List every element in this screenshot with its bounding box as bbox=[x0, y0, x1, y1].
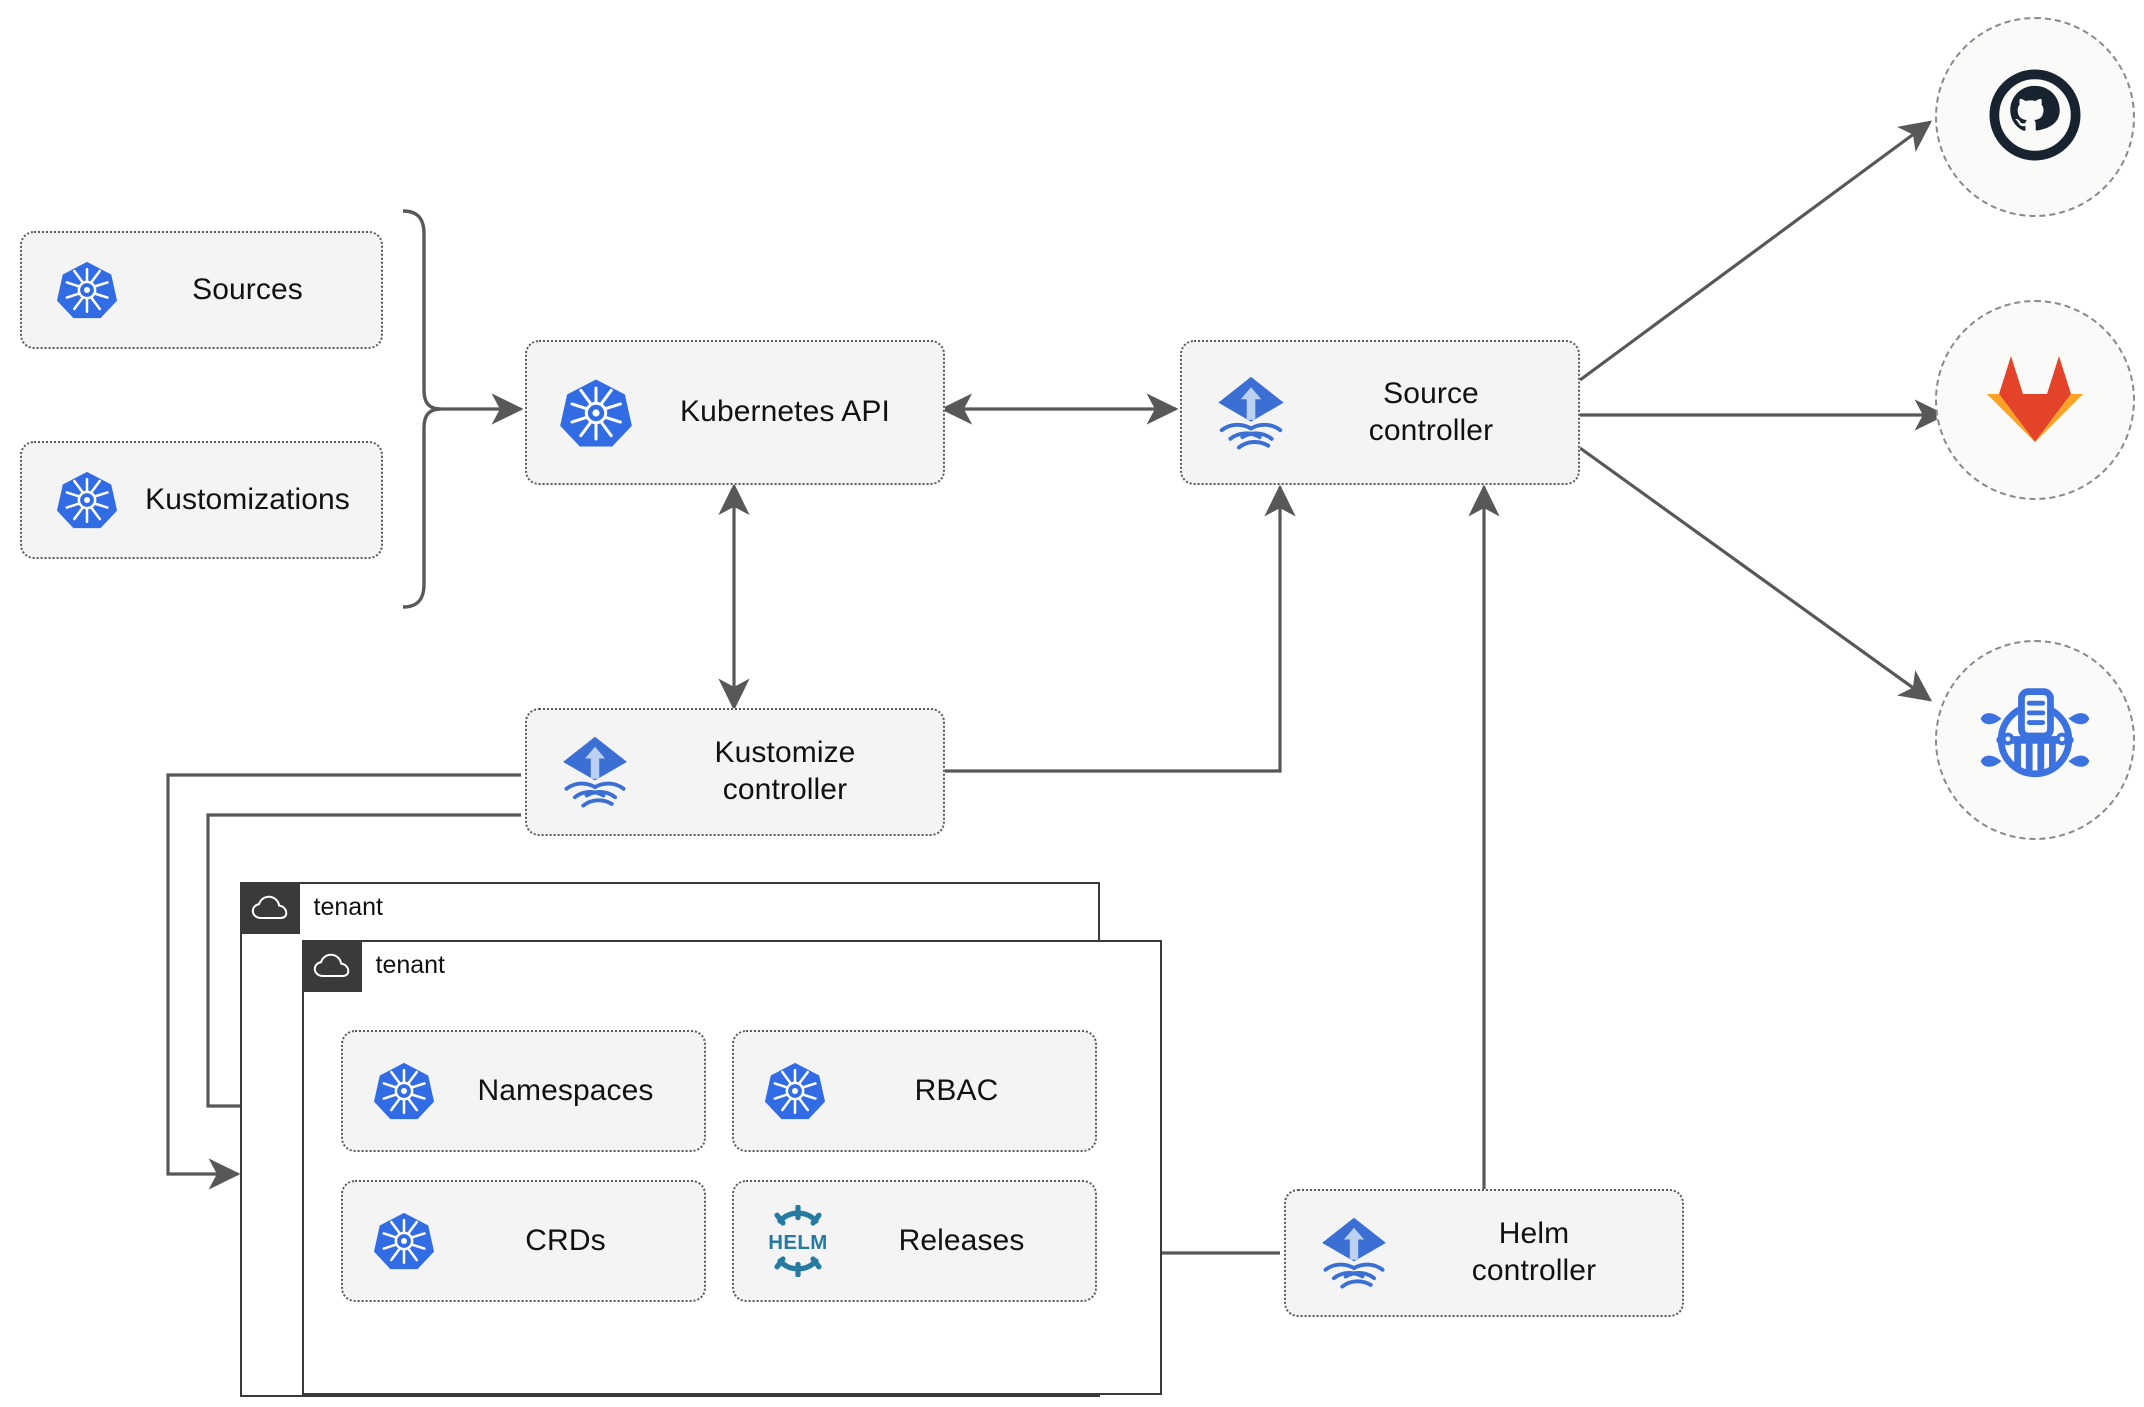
flux-icon bbox=[1208, 370, 1294, 456]
kubernetes-icon bbox=[56, 469, 118, 531]
node-releases[interactable]: HELM Releases bbox=[732, 1180, 1097, 1302]
group-bracket bbox=[402, 209, 442, 609]
tenant-title-bar-1: tenant bbox=[239, 881, 384, 934]
node-sources[interactable]: Sources bbox=[20, 231, 383, 349]
provider-github[interactable] bbox=[1935, 17, 2135, 217]
node-label: CRDs bbox=[525, 1223, 606, 1257]
edge-source-bucket bbox=[1579, 446, 1933, 702]
github-icon bbox=[1982, 62, 2088, 173]
svg-text:HELM: HELM bbox=[768, 1232, 827, 1254]
flux-icon bbox=[553, 730, 637, 814]
node-label: Kubernetes API bbox=[680, 395, 890, 429]
node-label: Source controller bbox=[1368, 376, 1494, 447]
helm-repository-icon bbox=[1977, 680, 2093, 801]
edge-source-github bbox=[1579, 120, 1933, 382]
kubernetes-icon bbox=[373, 1210, 435, 1272]
node-label: Namespaces bbox=[477, 1073, 654, 1107]
helm-icon: HELM bbox=[760, 1205, 836, 1277]
tenant-label: tenant bbox=[375, 951, 446, 979]
node-label: Sources bbox=[192, 272, 303, 306]
node-rbac[interactable]: RBAC bbox=[732, 1030, 1097, 1152]
kubernetes-icon bbox=[56, 259, 118, 321]
cloud-icon bbox=[239, 881, 300, 934]
node-kubernetes-api[interactable]: Kubernetes API bbox=[525, 340, 945, 485]
node-label: Kustomize controller bbox=[714, 736, 856, 806]
node-helm-controller[interactable]: Helm controller bbox=[1284, 1189, 1684, 1317]
node-source-controller[interactable]: Source controller bbox=[1180, 340, 1580, 485]
tenant-frame-2[interactable]: tenant bbox=[301, 939, 1162, 1395]
cloud-icon bbox=[301, 939, 362, 992]
gitlab-icon bbox=[1985, 350, 2085, 451]
node-namespaces[interactable]: Namespaces bbox=[341, 1030, 706, 1152]
provider-gitlab[interactable] bbox=[1935, 300, 2135, 500]
node-label: Kustomizations bbox=[145, 482, 350, 516]
provider-helm-repository[interactable] bbox=[1935, 640, 2135, 840]
node-kustomizations[interactable]: Kustomizations bbox=[20, 441, 383, 559]
kubernetes-icon bbox=[764, 1060, 826, 1122]
edge-kustomize-source bbox=[944, 484, 1296, 773]
node-crds[interactable]: CRDs bbox=[341, 1180, 706, 1302]
kubernetes-icon bbox=[373, 1060, 435, 1122]
node-label: Releases bbox=[898, 1223, 1025, 1257]
edge-kustomize-tenant-1 bbox=[166, 773, 521, 1190]
kubernetes-icon bbox=[559, 376, 633, 450]
flux-icon bbox=[1312, 1211, 1396, 1295]
tenant-title-bar-2: tenant bbox=[301, 939, 446, 992]
node-kustomize-controller[interactable]: Kustomize controller bbox=[525, 708, 945, 836]
node-label: Helm controller bbox=[1471, 1217, 1597, 1287]
node-label: RBAC bbox=[914, 1073, 999, 1107]
tenant-label: tenant bbox=[313, 893, 384, 921]
